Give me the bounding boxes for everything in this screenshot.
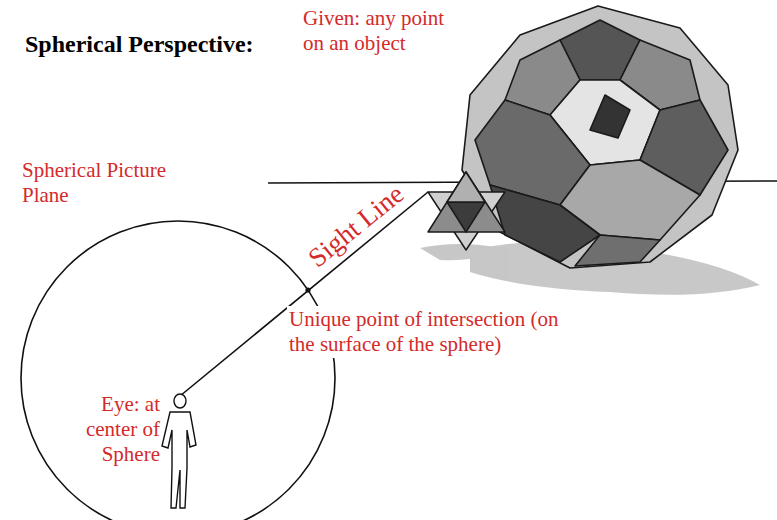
intersection-dot (305, 287, 310, 292)
star-octahedron (428, 172, 505, 250)
sight-line (180, 192, 428, 396)
intersection-label: Unique point of intersection (on the sur… (287, 306, 583, 358)
title: Spherical Perspective: (25, 30, 254, 59)
picture-sphere (21, 221, 335, 520)
given-label: Given: any point on an object (303, 6, 465, 56)
sight-line-label: Sight Line (302, 178, 410, 274)
picture-plane-label: Spherical Picture Plane (22, 158, 202, 208)
eye-label: Eye: at center of Sphere (68, 392, 160, 468)
viewer-figure (162, 394, 196, 508)
